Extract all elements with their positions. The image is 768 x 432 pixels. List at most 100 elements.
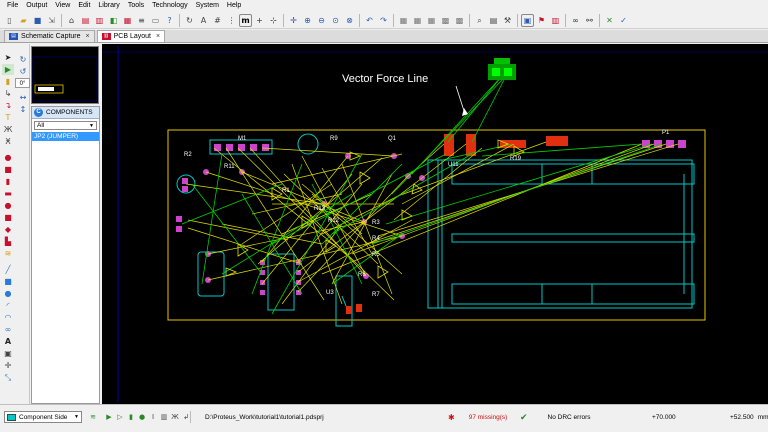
pan-icon[interactable]: ✛: [290, 15, 297, 25]
block-copy-icon[interactable]: ▩: [441, 15, 450, 25]
components-filter-select[interactable]: All ▼: [34, 121, 97, 130]
library-icon[interactable]: ▤: [489, 15, 498, 25]
menu-help[interactable]: Help: [226, 2, 242, 9]
symbol-tool-icon[interactable]: ▣: [4, 349, 12, 358]
trash-icon[interactable]: ▥: [160, 413, 168, 421]
menu-view[interactable]: View: [55, 2, 71, 9]
circle-smt-pad-icon[interactable]: ●: [4, 201, 12, 210]
marker-tool-icon[interactable]: ✛: [4, 361, 12, 370]
zone-mode-icon[interactable]: T: [5, 113, 11, 122]
3d-view-icon[interactable]: ◧: [109, 15, 118, 25]
bom-icon[interactable]: ≡: [138, 15, 145, 25]
pcb-icon[interactable]: ▥: [95, 15, 104, 25]
toggle-layers-icon[interactable]: A: [200, 15, 207, 25]
tab-schematic-capture[interactable]: ▤ Schematic Capture ×: [4, 30, 95, 42]
mirror-vertical-icon[interactable]: ↕: [19, 105, 27, 114]
round-pad-icon[interactable]: ●: [4, 153, 12, 162]
redo-icon[interactable]: ↷: [380, 15, 387, 25]
connectivity-check-icon[interactable]: ✓: [620, 15, 627, 25]
zoom-out-icon[interactable]: ⊖: [318, 15, 325, 25]
zoom-area-icon[interactable]: ⊗: [346, 15, 353, 25]
binoculars-icon[interactable]: ∞: [572, 15, 579, 25]
via-mode-icon[interactable]: ↴: [4, 101, 12, 110]
chevron-down-icon[interactable]: ▼: [74, 414, 79, 420]
pause-icon[interactable]: ▮: [129, 413, 133, 421]
route-icon[interactable]: ↲: [183, 413, 189, 421]
rotate-clockwise-icon[interactable]: ↻: [19, 55, 27, 64]
polygon-tool-icon[interactable]: ∞: [4, 325, 12, 334]
edge-pad-icon[interactable]: ▬: [4, 189, 12, 198]
snap-icon[interactable]: ⊹: [270, 15, 277, 25]
square-pad-icon[interactable]: ■: [4, 165, 12, 174]
box-tool-icon[interactable]: ■: [4, 277, 12, 286]
dimension-tool-icon[interactable]: ⤡: [4, 373, 12, 382]
netlist-icon[interactable]: ⚯: [586, 15, 593, 25]
rotation-angle-field[interactable]: 0°: [15, 78, 30, 88]
connectivity-mode-icon[interactable]: Ӿ: [5, 137, 11, 146]
autorouter-icon[interactable]: ▥: [551, 15, 560, 25]
schematic-icon[interactable]: ▤: [81, 15, 90, 25]
ratsnest-mode-icon[interactable]: Ж: [3, 125, 13, 134]
overview-window[interactable]: [31, 46, 99, 104]
mirror-horizontal-icon[interactable]: ↔: [19, 93, 27, 102]
save-icon[interactable]: ■: [33, 15, 42, 25]
redraw-icon[interactable]: ↻: [186, 15, 193, 25]
menu-system[interactable]: System: [195, 2, 219, 9]
undo-icon[interactable]: ↶: [366, 15, 373, 25]
components-mode-badge[interactable]: C: [34, 108, 43, 117]
menu-library[interactable]: Library: [98, 2, 120, 9]
menu-technology[interactable]: Technology: [152, 2, 188, 9]
line-tool-icon[interactable]: ╱: [5, 265, 11, 274]
layer-selector[interactable]: Component Side ▼: [4, 411, 82, 423]
ratsnest-icon[interactable]: Ж: [171, 413, 179, 421]
menu-edit[interactable]: Edit: [78, 2, 91, 9]
package-mode-icon[interactable]: ▮: [5, 77, 11, 86]
help-icon[interactable]: ?: [167, 15, 172, 25]
list-item[interactable]: JP2 (JUMPER): [32, 132, 99, 141]
padstack-layers-icon[interactable]: ≋: [4, 249, 12, 258]
zoom-all-icon[interactable]: ⊙: [332, 15, 339, 25]
home-icon[interactable]: ⌂: [68, 15, 75, 25]
paste-icon[interactable]: ▦: [427, 15, 436, 25]
track-mode-icon[interactable]: ↳: [4, 89, 12, 98]
search-icon[interactable]: ⌕: [477, 15, 482, 25]
wrench-icon[interactable]: ⚒: [503, 15, 512, 25]
menu-file[interactable]: File: [7, 2, 19, 9]
circle-tool-icon[interactable]: ●: [4, 289, 12, 298]
dil-pad-icon[interactable]: ▮: [5, 177, 11, 186]
origin-icon[interactable]: ⋮: [227, 15, 236, 25]
close-icon[interactable]: ×: [155, 33, 161, 40]
tab-pcb-layout[interactable]: ▥ PCB Layout ×: [96, 30, 166, 42]
block-move-icon[interactable]: ▩: [455, 15, 464, 25]
text-cursor-icon[interactable]: I: [151, 413, 155, 421]
component-mode-icon[interactable]: ▶: [2, 64, 14, 75]
polygon-pad-icon[interactable]: ◆: [4, 225, 12, 234]
gerber-icon[interactable]: ▦: [123, 15, 132, 25]
step-icon[interactable]: ▷: [117, 413, 123, 421]
zoom-in-icon[interactable]: ⊕: [304, 15, 311, 25]
rotate-anticlockwise-icon[interactable]: ↺: [19, 67, 27, 76]
stop-icon[interactable]: ●: [138, 413, 146, 421]
open-folder-icon[interactable]: ▰: [20, 15, 27, 25]
new-file-icon[interactable]: ▯: [7, 15, 12, 25]
menu-output[interactable]: Output: [26, 2, 48, 9]
pad-stack-icon[interactable]: ▙: [4, 237, 12, 246]
path-tool-icon[interactable]: ◠: [4, 313, 12, 322]
chevron-down-icon[interactable]: ▼: [89, 122, 94, 129]
missing-connections-indicator[interactable]: ✱ 97 missing(s): [448, 411, 507, 423]
copy-icon[interactable]: ▦: [413, 15, 422, 25]
metric-toggle-icon[interactable]: m: [239, 13, 252, 27]
drc-icon[interactable]: ✕: [606, 15, 613, 25]
pcb-editing-canvas[interactable]: M1 R9 R2 R11 R1 R13 R12 R3 R4 R5 R6 R7 U…: [102, 44, 768, 404]
import-icon[interactable]: ⇲: [48, 15, 55, 25]
layers-icon[interactable]: ≋: [90, 413, 96, 421]
rect-smt-pad-icon[interactable]: ■: [4, 213, 12, 222]
play-icon[interactable]: ▶: [106, 413, 112, 421]
selection-arrow-icon[interactable]: ➤: [4, 53, 12, 62]
close-icon[interactable]: ×: [85, 33, 90, 40]
cut-icon[interactable]: ▦: [399, 15, 408, 25]
design-explorer-icon[interactable]: ▣: [521, 13, 534, 27]
notes-icon[interactable]: ▭: [151, 15, 160, 25]
menu-tools[interactable]: Tools: [127, 2, 145, 9]
autoplacer-icon[interactable]: ⚑: [537, 15, 546, 25]
